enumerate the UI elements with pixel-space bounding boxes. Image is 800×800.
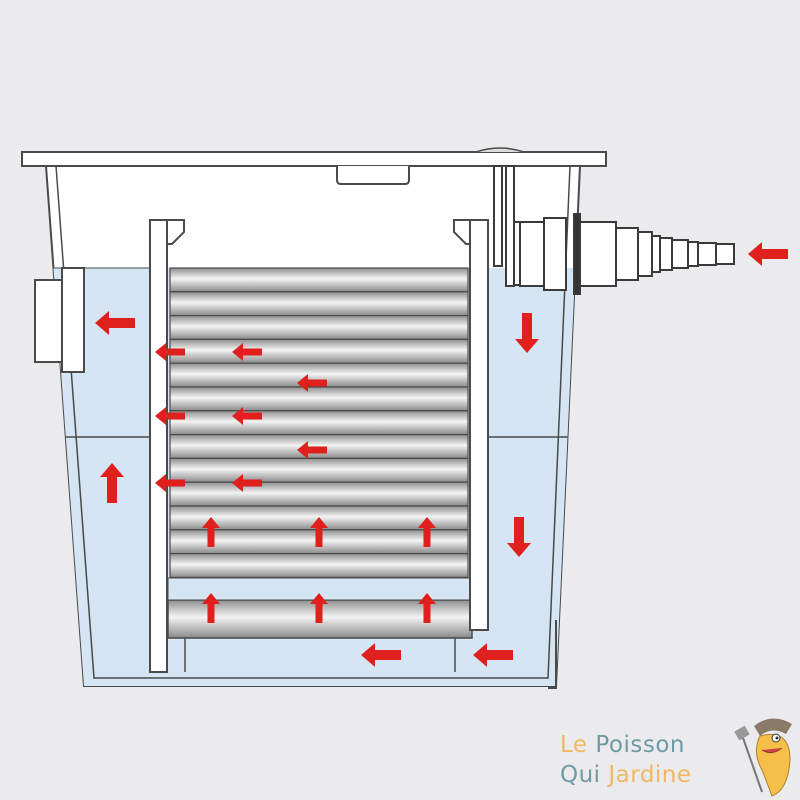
flow-arrow-left-icon (155, 407, 185, 425)
flow-arrow-up-icon (310, 517, 328, 547)
flow-arrow-down-icon (515, 313, 539, 353)
lid-handle (336, 166, 410, 185)
flow-arrow-left-icon (232, 343, 262, 361)
left-baffle (149, 219, 185, 673)
flow-arrow-up-icon (202, 593, 220, 623)
logo-word-le: Le (560, 732, 588, 758)
flow-arrow-up-icon (418, 593, 436, 623)
flow-arrow-left-icon (473, 643, 513, 667)
flow-arrow-left-icon (232, 474, 262, 492)
flow-arrow-left-icon (748, 242, 788, 266)
logo-word-poisson: Poisson (595, 732, 686, 758)
flow-arrows (95, 242, 788, 667)
flow-arrow-up-icon (418, 517, 436, 547)
flow-arrow-left-icon (155, 474, 185, 492)
inlet-connector (493, 165, 735, 295)
filter-sponge-slat (169, 267, 469, 293)
flow-arrow-left-icon (297, 441, 327, 459)
filter-sponge-slat (169, 410, 469, 436)
flow-arrow-left-icon (361, 643, 401, 667)
filter-sponge-slat (169, 552, 469, 578)
filter-sponge-slat (169, 457, 469, 483)
flow-arrow-left-icon (155, 343, 185, 361)
flow-arrow-up-icon (310, 593, 328, 623)
logo-text: Le Poisson Qui Jardine (560, 730, 692, 790)
flow-arrow-left-icon (297, 374, 327, 392)
logo-word-qui: Qui (560, 762, 601, 788)
fish-mascot-logo (734, 718, 792, 797)
right-baffle (453, 219, 489, 631)
filter-sponge-slat (169, 338, 469, 364)
filter-sponge-slat (169, 291, 469, 317)
flow-arrow-left-icon (232, 407, 262, 425)
outlet-box (34, 279, 64, 363)
lid (21, 151, 607, 167)
flow-arrow-left-icon (95, 311, 135, 335)
filter-sponge-slat (169, 481, 469, 507)
flow-arrow-up-icon (100, 463, 124, 503)
lid-cap (475, 147, 525, 153)
filter-sponge-slat (169, 315, 469, 341)
logo-word-jardine: Jardine (608, 762, 692, 788)
filter-sponge-slat (169, 386, 469, 412)
flow-arrow-up-icon (202, 517, 220, 547)
flow-arrow-down-icon (507, 517, 531, 557)
